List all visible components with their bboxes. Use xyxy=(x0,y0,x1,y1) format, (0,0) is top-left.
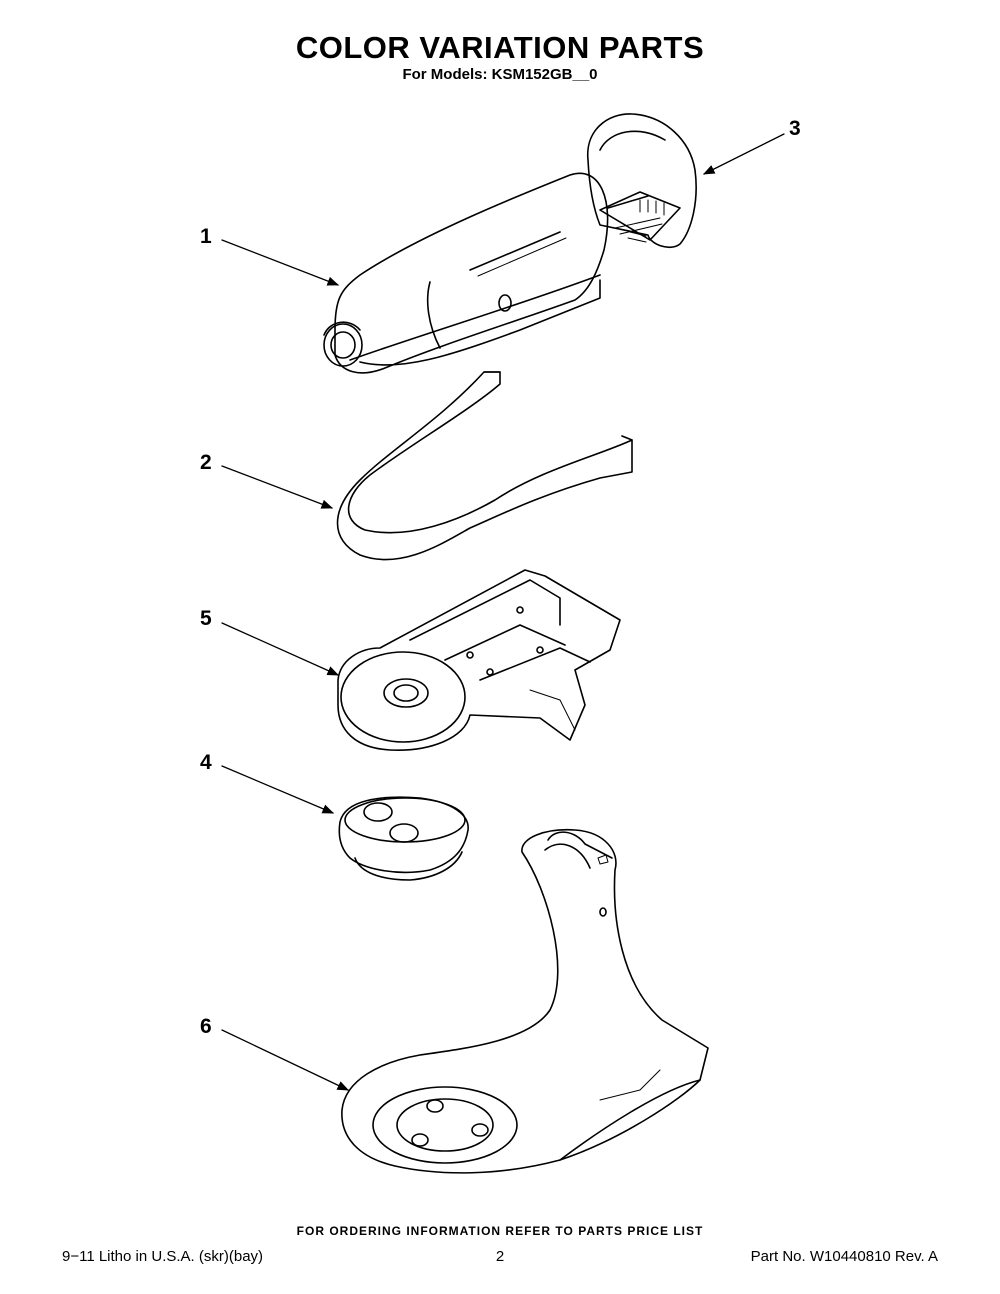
part-number: Part No. W10440810 Rev. A xyxy=(750,1248,938,1265)
model-subtitle: For Models: KSM152GB__0 xyxy=(402,66,598,83)
part-5-base-plate xyxy=(337,569,621,751)
leader-line-5 xyxy=(221,622,340,676)
callout-3: 3 xyxy=(789,117,801,140)
leader-lines xyxy=(221,133,785,1091)
leader-line-4 xyxy=(221,765,335,814)
leader-line-2 xyxy=(221,465,334,509)
leader-line-6 xyxy=(221,1029,350,1091)
callout-1: 1 xyxy=(200,225,212,248)
litho-note: 9−11 Litho in U.S.A. (skr)(bay) xyxy=(62,1248,264,1265)
callout-4: 4 xyxy=(200,751,212,774)
part-1-motor-housing xyxy=(323,172,609,374)
callout-2: 2 xyxy=(200,451,212,474)
leader-line-1 xyxy=(221,239,340,286)
callout-5: 5 xyxy=(200,607,212,630)
leader-line-3 xyxy=(702,133,785,175)
ordering-note: FOR ORDERING INFORMATION REFER TO PARTS … xyxy=(296,1224,704,1238)
part-4-gear-housing xyxy=(338,796,469,881)
page-number: 2 xyxy=(495,1248,505,1265)
part-3-rear-cover xyxy=(587,113,697,249)
page-title: COLOR VARIATION PARTS xyxy=(295,30,705,65)
part-2-trim-band xyxy=(336,371,633,561)
part-6-pedestal-base xyxy=(341,828,709,1174)
callout-6: 6 xyxy=(200,1015,212,1038)
